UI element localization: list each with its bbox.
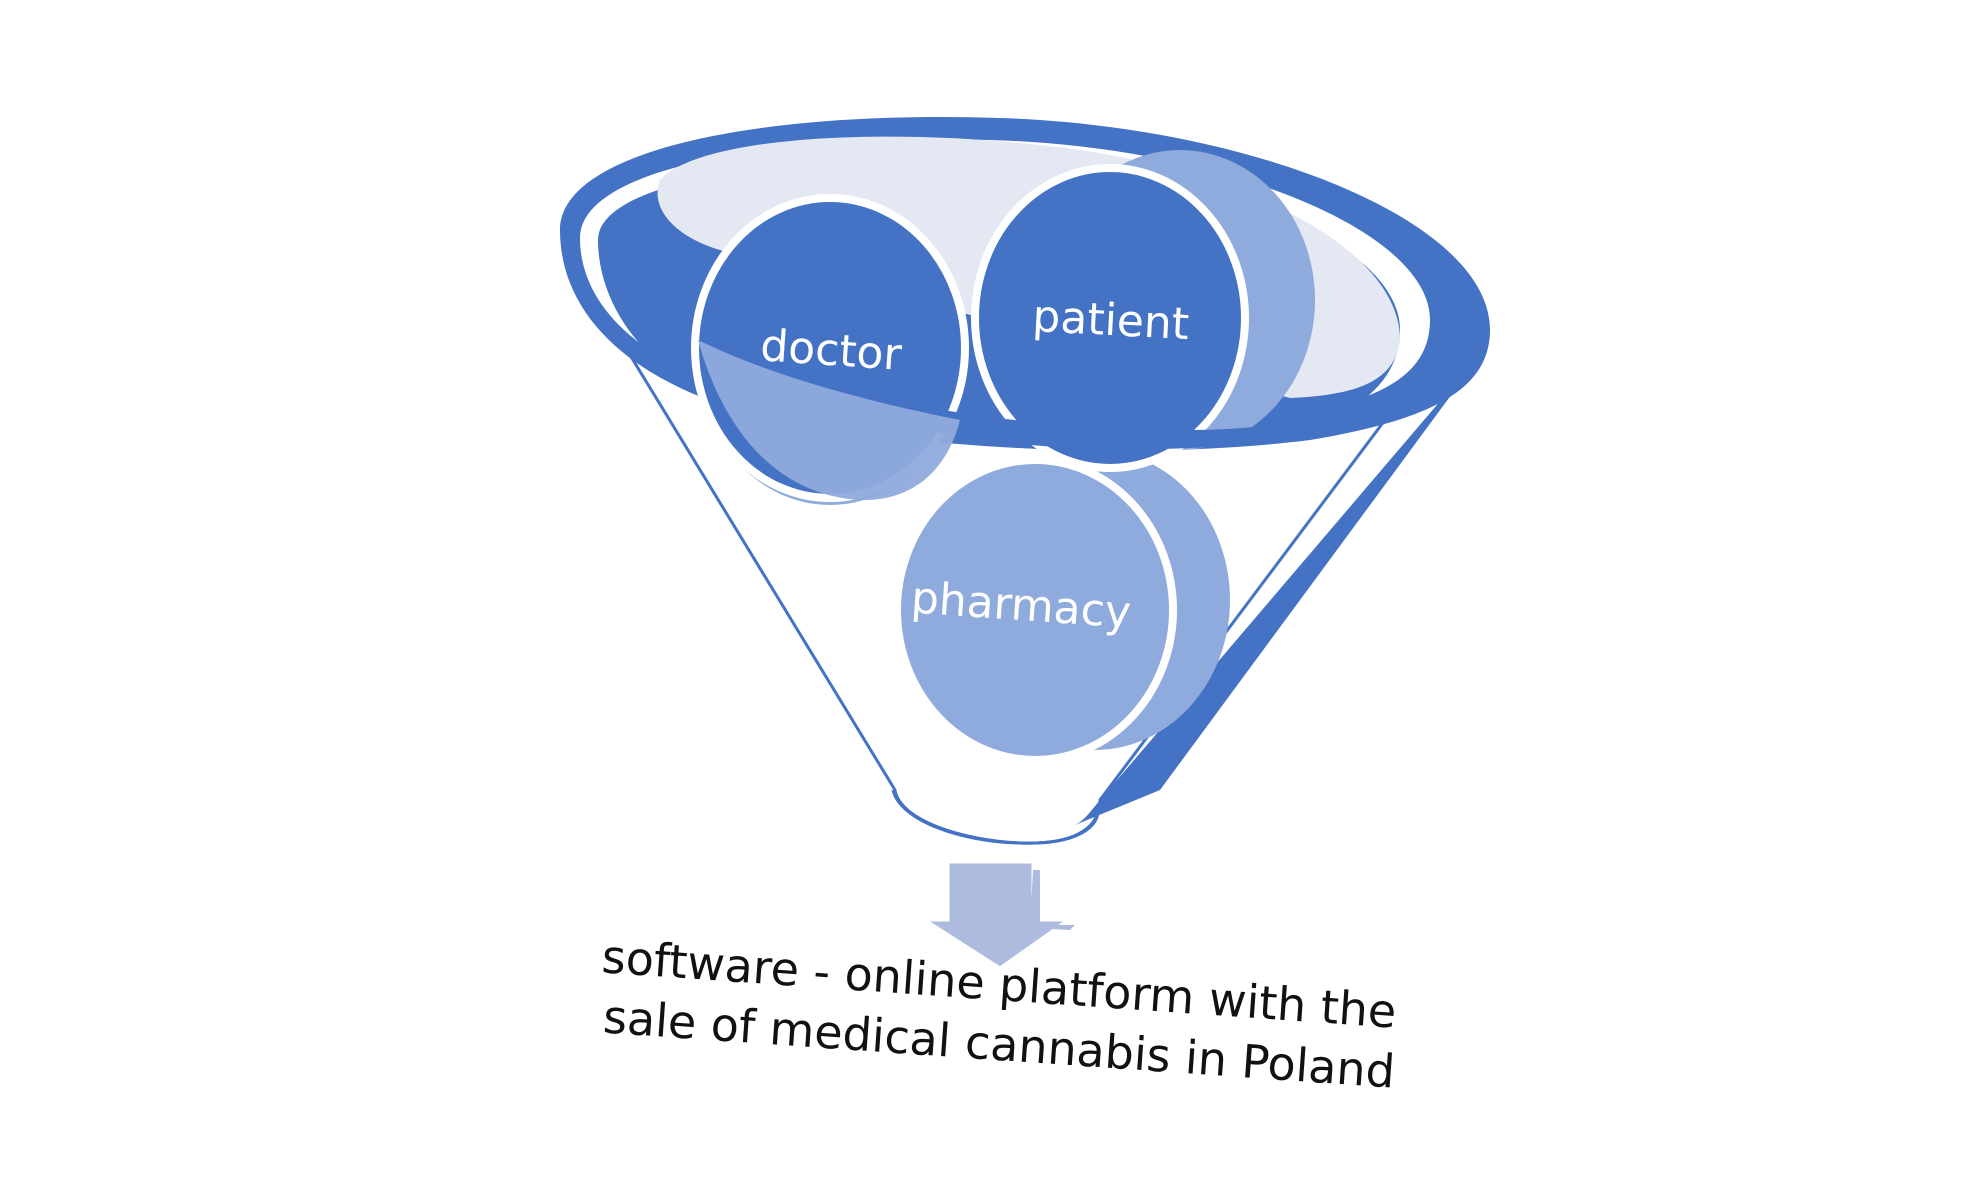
node-label-patient: patient (1031, 291, 1190, 350)
patient-circle (971, 164, 1249, 472)
funnel-spout (891, 789, 1100, 845)
down-arrow-edge (1030, 870, 1075, 930)
down-arrow (919, 860, 1073, 970)
node-label-doctor: doctor (759, 320, 904, 381)
doctor-circle-lower (698, 340, 960, 501)
pharmacy-circle (893, 456, 1177, 764)
